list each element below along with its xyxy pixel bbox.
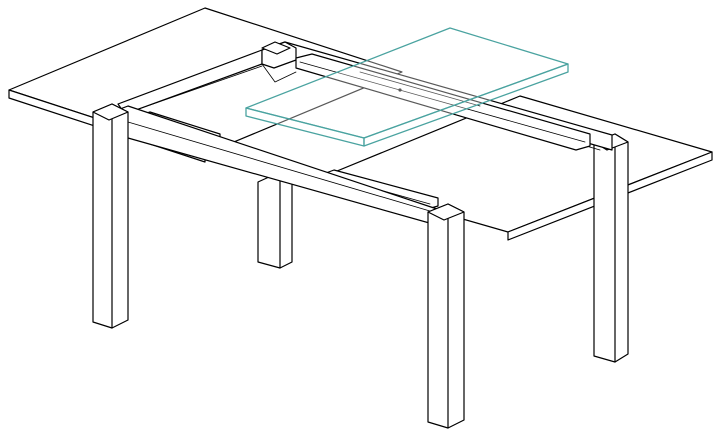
back-right-leg	[593, 133, 629, 363]
front-left-leg	[92, 103, 129, 329]
insert-leaf	[245, 27, 569, 147]
corner-block-back-left	[261, 41, 291, 55]
back-left-leg	[257, 171, 293, 269]
front-right-leg	[427, 203, 465, 429]
extension-rail-back	[295, 53, 591, 151]
